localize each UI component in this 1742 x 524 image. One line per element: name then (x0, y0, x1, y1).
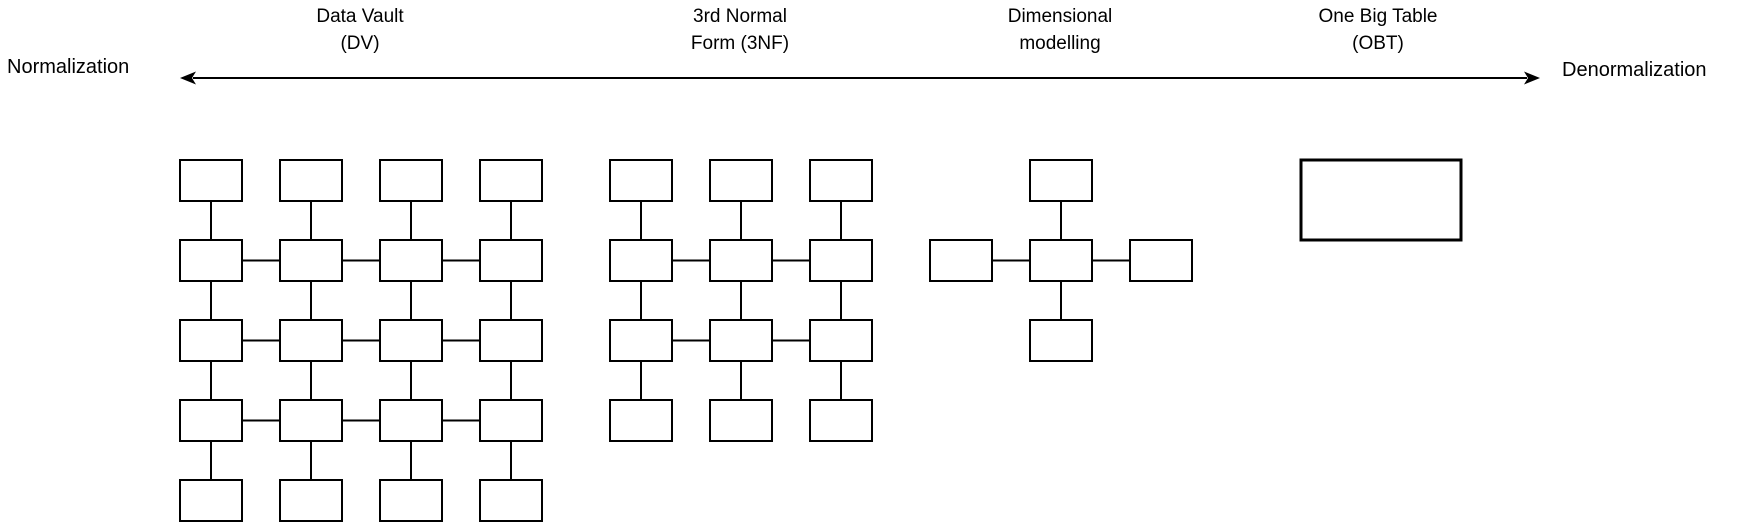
table-box (179, 399, 243, 442)
label-3rd-normal-form: 3rd Normal Form (3NF) (630, 3, 850, 57)
table-box (279, 399, 343, 442)
table-box (929, 239, 993, 282)
table-box (609, 159, 673, 202)
table-box (479, 159, 543, 202)
arrowhead-left-icon (180, 71, 196, 85)
table-box (179, 159, 243, 202)
table-box (179, 319, 243, 362)
label-data-vault-line2: (DV) (340, 33, 380, 54)
table-box (1129, 239, 1193, 282)
table-box (479, 399, 543, 442)
label-data-vault-line1: Data Vault (316, 6, 404, 27)
table-box (809, 319, 873, 362)
table-box (279, 319, 343, 362)
label-dimensional-modelling-line1: Dimensional (1007, 6, 1113, 27)
table-box (1029, 239, 1093, 282)
table-box (379, 399, 443, 442)
table-box (279, 479, 343, 522)
axis-label-denormalization: Denormalization (1562, 59, 1707, 81)
table-box (279, 159, 343, 202)
label-3rd-normal-form-line2: Form (3NF) (690, 33, 790, 54)
table-box (379, 239, 443, 282)
label-one-big-table-line2: (OBT) (1352, 33, 1404, 54)
table-box (609, 399, 673, 442)
table-box (379, 319, 443, 362)
table-box (479, 479, 543, 522)
table-box (379, 159, 443, 202)
table-box (179, 239, 243, 282)
axis-label-normalization: Normalization (7, 56, 130, 78)
label-dimensional-modelling: Dimensional modelling (950, 3, 1170, 57)
table-box (809, 399, 873, 442)
table-box (1029, 319, 1093, 362)
table-box (709, 159, 773, 202)
label-dimensional-modelling-line2: modelling (1019, 33, 1101, 54)
label-3rd-normal-form-line1: 3rd Normal (693, 6, 787, 27)
arrowhead-right-icon (1524, 71, 1540, 85)
table-box (379, 479, 443, 522)
table-box (809, 159, 873, 202)
label-data-vault: Data Vault (DV) (250, 3, 470, 57)
table-box (179, 479, 243, 522)
table-box (709, 319, 773, 362)
table-box (809, 239, 873, 282)
table-box (709, 239, 773, 282)
table-box (609, 319, 673, 362)
table-box (1299, 158, 1463, 242)
table-box (1029, 159, 1093, 202)
label-one-big-table-line1: One Big Table (1318, 6, 1438, 27)
table-box (479, 319, 543, 362)
table-box (279, 239, 343, 282)
table-box (479, 239, 543, 282)
table-box (609, 239, 673, 282)
label-one-big-table: One Big Table (OBT) (1268, 3, 1488, 57)
table-box (709, 399, 773, 442)
